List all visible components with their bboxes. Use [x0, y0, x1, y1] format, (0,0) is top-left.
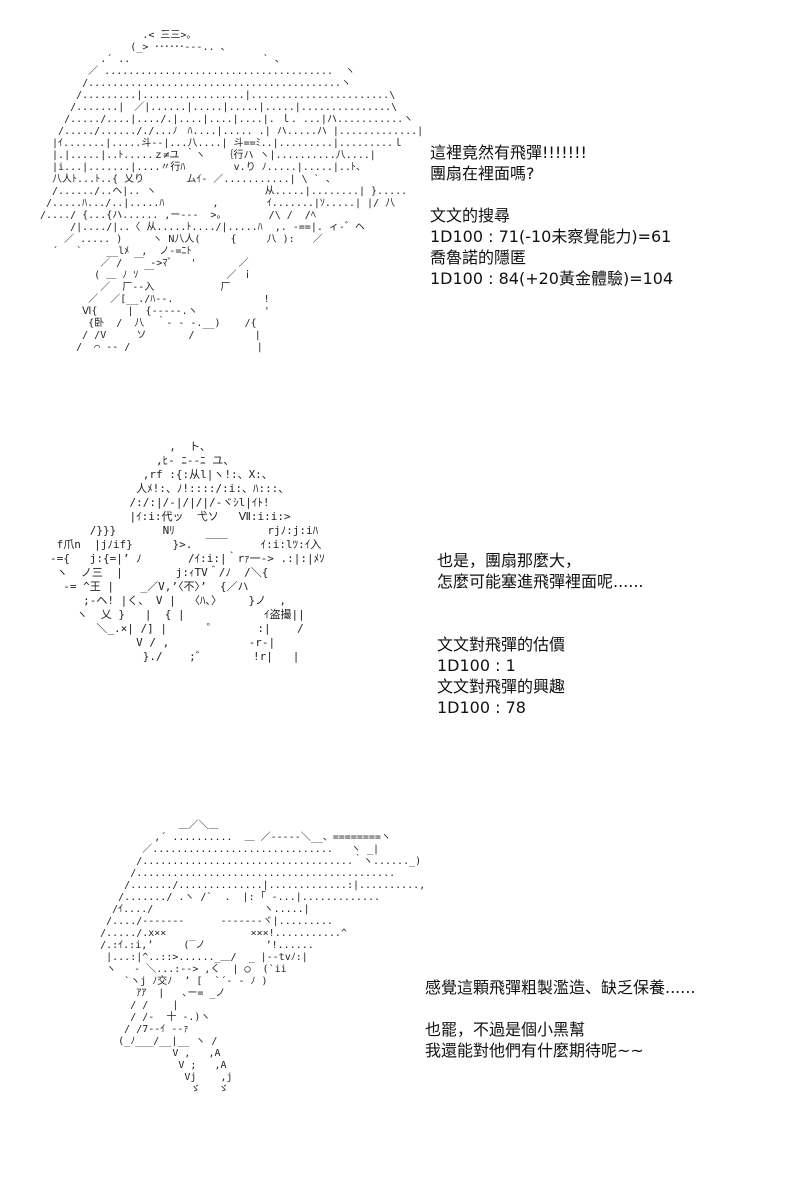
dialogue-line: 怎麼可能塞進飛彈裡面呢......	[437, 572, 644, 591]
dialogue-line: 我還能對他們有什麼期待呢~~	[425, 1041, 644, 1060]
dialogue-line	[425, 998, 696, 1019]
roll-label: 文文的搜尋	[430, 206, 511, 225]
ascii-art-aya-peering: .< ̄三三>。 (_> ･･････‐-‐.. 、 .´ .. ` 、 ／ .…	[40, 30, 424, 353]
dialogue-line: 這裡竟然有飛彈!!!!!!!	[430, 143, 587, 162]
roll-label: 文文對飛彈的估價	[437, 635, 566, 654]
dialogue-line: 團扇在裡面嗎?	[430, 164, 535, 183]
panel-search: .< ̄三三>。 (_> ･･････‐-‐.. 、 .´ .. ` 、 ／ .…	[0, 0, 800, 430]
ascii-art-aya-camera: , ト、 ,ﾋ‐ ﾆ‐‐ﾆ ユ、 ,rf :{:从l|ヽ!:、X:、 人ﾒ!:、…	[50, 440, 325, 663]
dialogue-line	[437, 613, 644, 634]
dialogue-search: 這裡竟然有飛彈!!!!!!! 團扇在裡面嗎? 文文的搜尋 1D100 : 71(…	[430, 142, 673, 289]
roll-result: 1D100 : 71(-10未察覺能力)=61	[430, 227, 672, 246]
roll-result: 1D100 : 84(+20黃金體驗)=104	[430, 269, 674, 288]
dialogue-verdict: 感覺這顆飛彈粗製濫造、缺乏保養...... 也罷，不過是個小黑幫 我還能對他們有…	[425, 977, 696, 1061]
panel-verdict: ＿／＼＿ ,´ .......... ＿ ／‐‐‐‐-＼__、========ヽ…	[0, 810, 800, 1200]
dialogue-line	[437, 592, 644, 613]
dialogue-line	[430, 184, 673, 205]
roll-label: 喬魯諾的隱匿	[430, 248, 527, 267]
roll-label: 文文對飛彈的興趣	[437, 677, 566, 696]
dialogue-line: 也罷，不過是個小黑幫	[425, 1020, 586, 1039]
panel-appraisal: , ト、 ,ﾋ‐ ﾆ‐‐ﾆ ユ、 ,rf :{:从l|ヽ!:、X:、 人ﾒ!:、…	[0, 430, 800, 810]
roll-result: 1D100 : 78	[437, 698, 526, 717]
roll-result: 1D100 : 1	[437, 656, 516, 675]
dialogue-appraisal: 也是，團扇那麼大， 怎麼可能塞進飛彈裡面呢...... 文文對飛彈的估價 1D1…	[437, 550, 644, 718]
dialogue-line: 感覺這顆飛彈粗製濫造、缺乏保養......	[425, 978, 696, 997]
dialogue-line: 也是，團扇那麼大，	[437, 551, 582, 570]
ascii-art-aya-smug: ＿／＼＿ ,´ .......... ＿ ／‐‐‐‐-＼__、========ヽ…	[100, 820, 426, 1095]
